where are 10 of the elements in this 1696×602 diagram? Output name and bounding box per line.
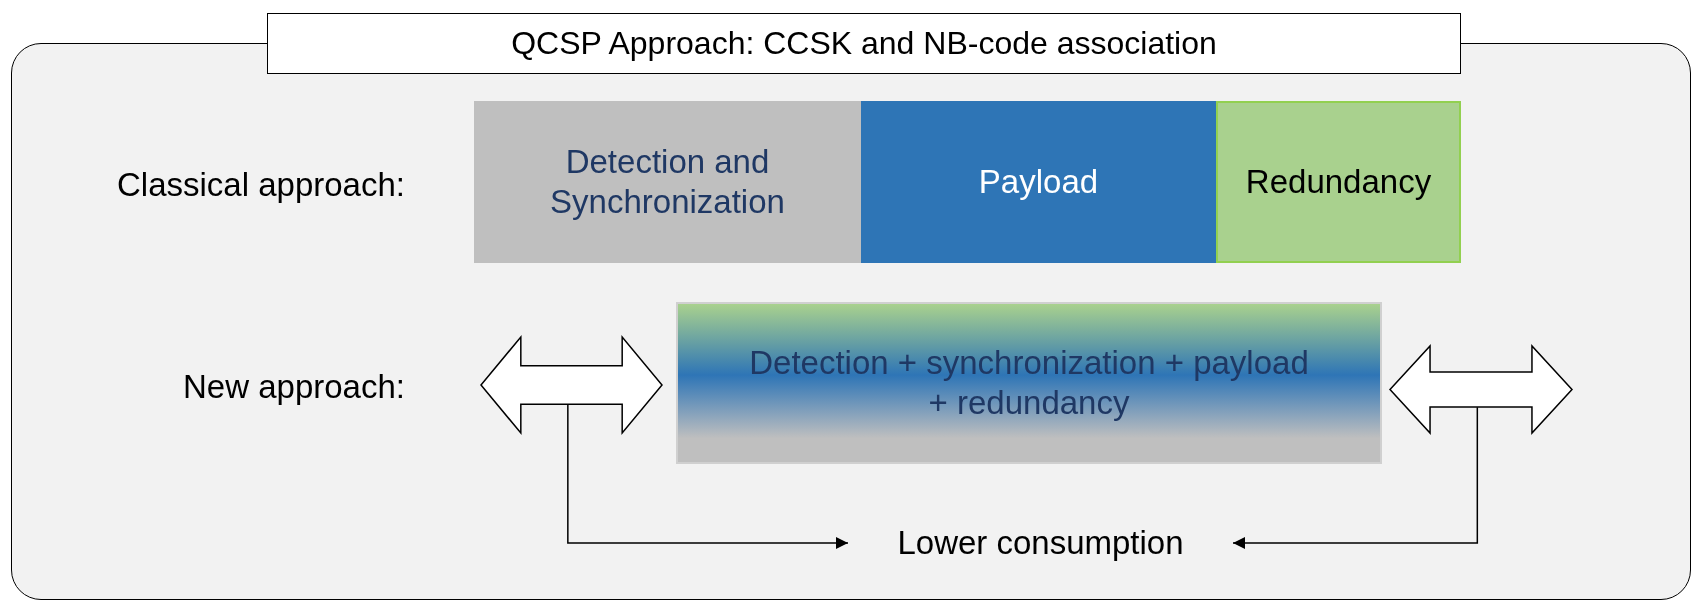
row-label: Classical approach: xyxy=(117,165,405,205)
connector-arrow xyxy=(1232,406,1479,549)
redundancy-segment: Redundancy xyxy=(1216,101,1461,263)
connector-arrow xyxy=(567,403,849,549)
result-text: Lower consumption xyxy=(838,520,1243,566)
heading: QCSP Approach: CCSK and NB-code association xyxy=(267,13,1461,74)
sync-segment: Detection and Synchronization xyxy=(474,101,861,263)
row-label: New approach: xyxy=(183,367,405,407)
payload-segment: Payload xyxy=(861,101,1216,263)
combined-frame: Detection + synchronization + payload + redundancy xyxy=(676,302,1382,464)
